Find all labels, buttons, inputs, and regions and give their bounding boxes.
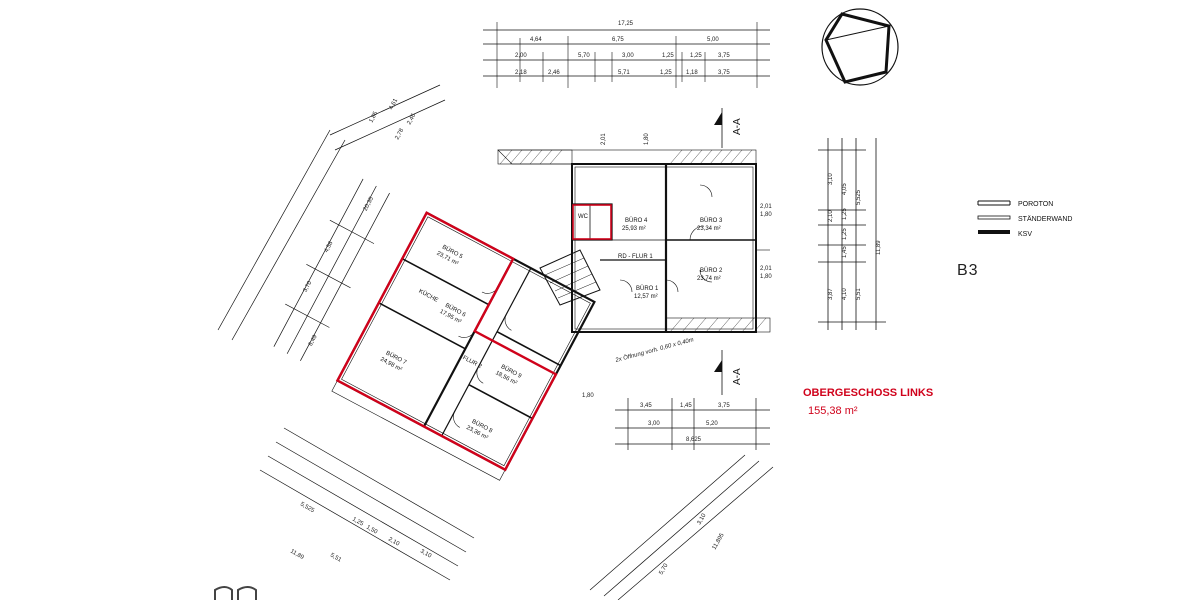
rented-area-highlight	[335, 211, 558, 472]
legend-staenderwand-label: STÄNDERWAND	[1018, 215, 1072, 223]
legend: POROTON STÄNDERWAND KSV	[977, 200, 1072, 238]
section-mark-top: A-A	[714, 108, 743, 148]
top-dim-f: 3,00	[622, 53, 634, 59]
bottom-dim-4: 3,00	[648, 421, 660, 427]
right-dimension-chains	[818, 138, 886, 330]
bottom-dim-7: 1,80	[582, 393, 594, 399]
right-dim-4: 1,25	[842, 228, 848, 240]
building-label: B3	[957, 262, 979, 279]
north-arrow-icon	[821, 8, 899, 86]
wall-mark-4: 1,80	[760, 274, 772, 280]
right-building-block	[497, 149, 771, 333]
section-mark-bottom: A-A	[714, 350, 743, 395]
right-dim-9: 4,05	[842, 183, 848, 195]
right-dim-6: 3,87	[828, 288, 834, 300]
top-dim-i: 3,75	[718, 53, 730, 59]
lower-left-dim-4: 2,10	[387, 537, 401, 548]
bottom-dim-1: 3,45	[640, 403, 652, 409]
top-dim-total: 17,25	[618, 21, 634, 27]
svg-text:A-A: A-A	[732, 118, 743, 135]
lower-left-dim-1: 5,525	[299, 502, 316, 515]
top-dim-k: 2,46	[548, 70, 560, 76]
room-buero2-name: BÜRO 2	[700, 267, 723, 274]
left-dim-2: 4,58	[324, 240, 335, 254]
top-dim-c: 5,00	[707, 37, 719, 43]
right-dim-5: 1,45	[842, 246, 848, 258]
right-dim-8: 5,525	[856, 189, 862, 205]
handwritten-annotation: 2x Öffnung vorh. 0,60 x 0,40m	[614, 336, 695, 364]
wc-highlight	[572, 204, 612, 240]
room-buero1-area: 12,57 m²	[634, 294, 658, 300]
room-flur2-name: FLUR 2	[461, 355, 483, 370]
top-dim-m: 1,25	[660, 70, 672, 76]
left-dim-3: 3,70	[303, 280, 314, 294]
top-dim-g: 1,25	[662, 53, 674, 59]
wall-mark-6: 1,80	[644, 133, 650, 145]
lower-right-dimension-chains	[589, 454, 774, 600]
left-dim-5: 1,85	[368, 110, 379, 124]
top-dim-n: 1,18	[686, 70, 698, 76]
bottom-dim-6: 8,625	[686, 437, 702, 443]
bottom-dimension-chains	[615, 398, 770, 450]
left-dim-6: 4,61	[388, 97, 399, 111]
left-wing: BÜRO 5 23,71 m² KÜCHE BÜRO 6 17,95 m² BÜ…	[273, 178, 596, 481]
bottom-dim-3: 3,75	[718, 403, 730, 409]
bottom-dim-5: 5,20	[706, 421, 718, 427]
svg-text:A-A: A-A	[732, 368, 743, 385]
top-dim-a: 4,64	[530, 37, 542, 43]
bottom-dim-2: 1,45	[680, 403, 692, 409]
top-dim-d: 2,00	[515, 53, 527, 59]
floor-area: 155,38 m²	[808, 405, 858, 417]
right-dim-11: 11,89	[876, 240, 882, 255]
floor-title: OBERGESCHOSS LINKS	[803, 387, 933, 399]
room-buero3-area: 23,34 m²	[697, 226, 721, 232]
lower-right-dim-1: 3,10	[697, 512, 708, 526]
top-dim-h: 1,25	[690, 53, 702, 59]
lower-left-dim-2: 1,25	[351, 517, 365, 528]
room-buero3-name: BÜRO 3	[700, 217, 723, 224]
lower-left-dimension-chains	[259, 427, 475, 581]
lower-left-dim-6: 5,51	[329, 553, 343, 564]
room-flur1-name: RD - FLUR 1	[618, 254, 653, 260]
room-wc-name: WC	[578, 214, 589, 220]
left-dim-8: 2,78	[394, 127, 405, 141]
lower-right-dim-2: 5,70	[659, 562, 670, 576]
right-dim-3: 2,10	[828, 210, 834, 222]
room-buero2-area: 23,74 m²	[697, 276, 721, 282]
corner-logo-fragment	[214, 586, 257, 600]
connector-roof	[497, 149, 573, 165]
top-dim-o: 3,75	[718, 70, 730, 76]
top-dim-b: 6,75	[612, 37, 624, 43]
lower-left-dim-3: 1,50	[365, 525, 379, 536]
lower-left-dim-7: 11,89	[289, 549, 305, 562]
top-dim-l: 5,71	[618, 70, 630, 76]
left-dim-7: 2,46	[406, 112, 417, 126]
legend-ksv-label: KSV	[1018, 231, 1032, 238]
legend-staenderwand-symbol	[977, 215, 1011, 220]
legend-poroton-symbol	[977, 200, 1011, 206]
room-buero1-name: BÜRO 1	[636, 285, 659, 292]
wall-mark-2: 1,80	[760, 212, 772, 218]
lower-right-dim-3: 11,895	[712, 532, 726, 551]
right-dim-10: 5,51	[856, 288, 862, 300]
right-dim-1: 3,10	[828, 173, 834, 185]
right-dim-2: 1,25	[842, 208, 848, 220]
top-dim-e: 5,70	[578, 53, 590, 59]
wall-mark-5: 2,01	[601, 133, 607, 145]
top-dimension-chains	[483, 22, 770, 88]
left-dim-4: 6,49	[308, 334, 319, 348]
left-dim-1: 20,35	[363, 196, 376, 213]
room-buero4-area: 25,93 m²	[622, 226, 646, 232]
legend-poroton-label: POROTON	[1018, 201, 1053, 208]
wall-mark-3: 2,01	[760, 266, 772, 272]
room-kueche-name: KÜCHE	[417, 288, 439, 304]
wall-mark-1: 2,01	[760, 204, 772, 210]
left-dimension-chains	[217, 84, 446, 341]
right-dim-7: 4,10	[842, 288, 848, 300]
lower-left-dim-5: 3,10	[419, 549, 433, 560]
top-dim-j: 2,18	[515, 70, 527, 76]
legend-ksv-symbol	[978, 230, 1010, 234]
room-buero4-name: BÜRO 4	[625, 217, 648, 224]
